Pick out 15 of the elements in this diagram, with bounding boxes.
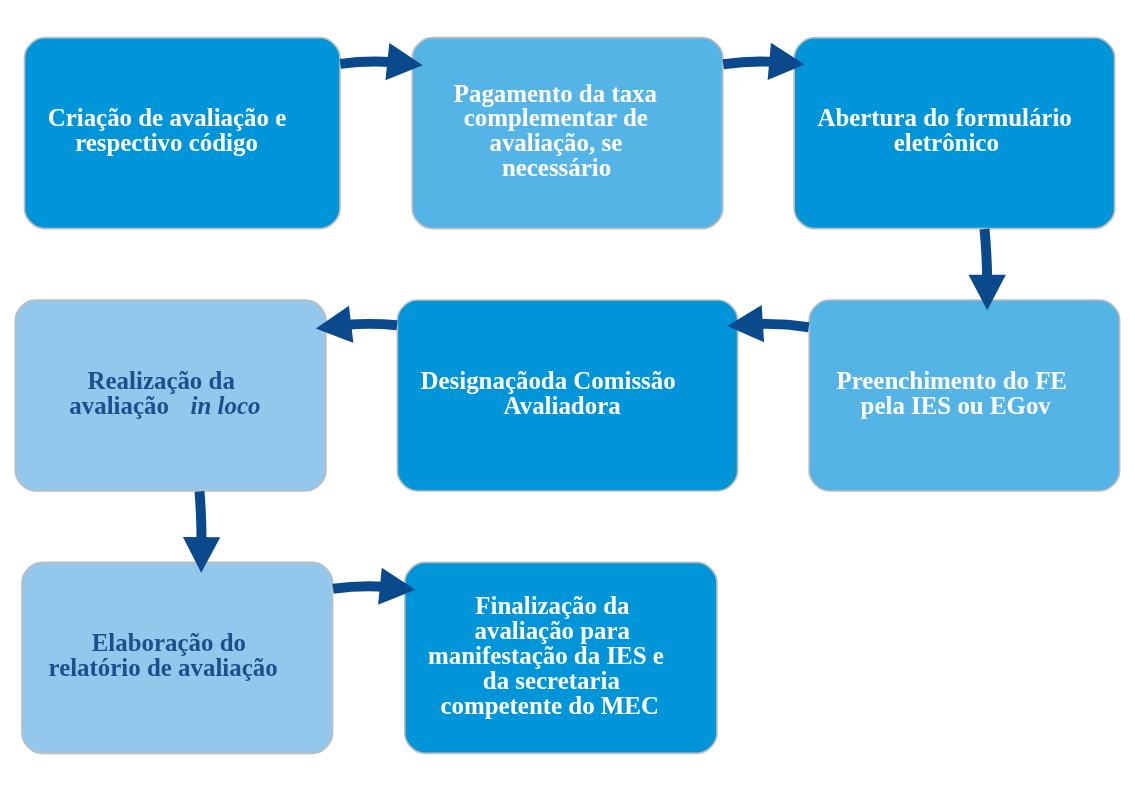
arrow bbox=[332, 567, 416, 605]
arrow bbox=[727, 304, 810, 342]
arrow bbox=[968, 228, 1006, 310]
node-box: Realização da avaliação in loco bbox=[14, 298, 327, 492]
node-box: Criação de avaliação e respectivo código bbox=[23, 36, 341, 229]
node-box: Finalização da avaliação para manifestação da IES e da secretaria competente do MEC bbox=[403, 561, 718, 754]
arrow bbox=[722, 42, 805, 80]
arrow bbox=[315, 305, 398, 343]
node-box: Preenchimento do FE pela IES ou EGov bbox=[808, 298, 1121, 492]
node-box: Abertura do formulário eletrônico bbox=[793, 36, 1116, 229]
node-box: Elaboração do relatório de avaliação bbox=[21, 561, 334, 754]
node-box: Pagamento da taxa complementar de avaliação, se necessário bbox=[411, 36, 724, 229]
arrow bbox=[339, 42, 423, 80]
node-box: Designaçãoda Comissão Avaliadora bbox=[396, 298, 739, 492]
arrow bbox=[182, 490, 221, 573]
